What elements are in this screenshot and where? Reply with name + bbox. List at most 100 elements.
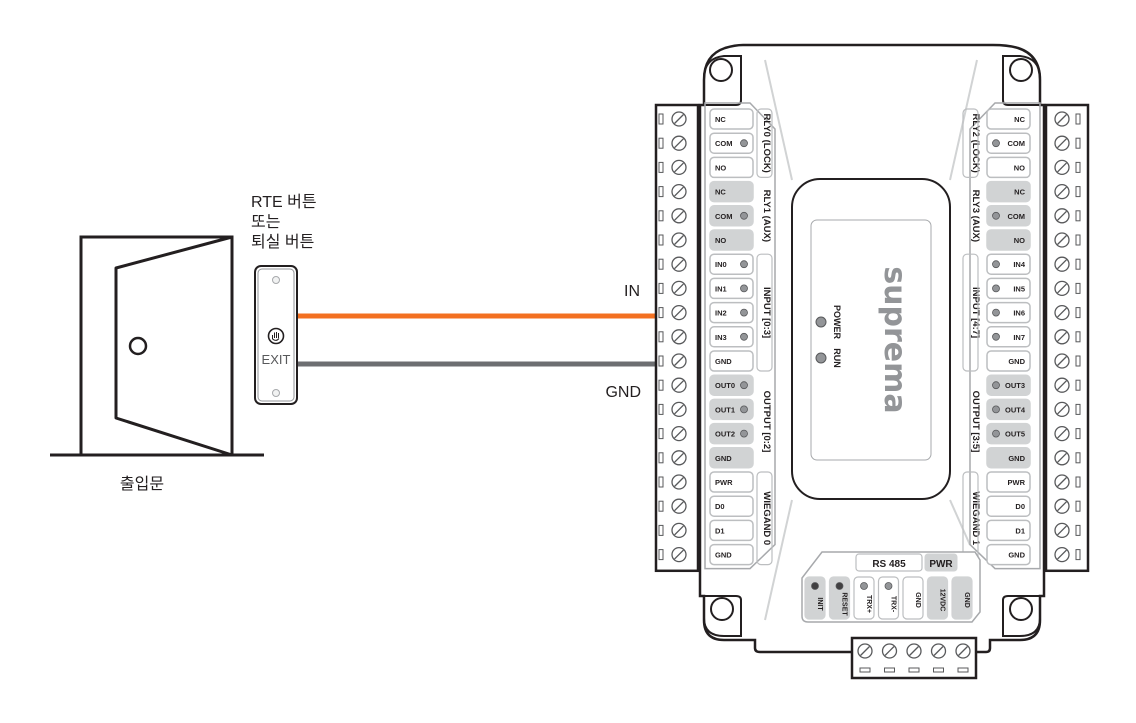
pin-label: NC [1014,115,1025,124]
terminal-screw[interactable] [1054,353,1081,369]
terminal-screw[interactable] [658,474,687,490]
pin-no[interactable]: NO [986,229,1031,251]
terminal-screw[interactable] [1054,401,1081,418]
pin-gnd[interactable]: GND [709,447,754,469]
pin-no[interactable]: NO [986,156,1031,179]
pin-d1[interactable]: D1 [986,519,1031,542]
terminal-screw[interactable] [881,643,898,673]
pin-in6[interactable]: IN6 [986,301,1031,324]
terminal-screw[interactable] [658,208,687,224]
pin-out1[interactable]: OUT1 [709,398,754,421]
bottom-pin-trx+[interactable]: TRX+ [853,576,875,620]
pin-in4[interactable]: IN4 [986,253,1031,275]
pin-com[interactable]: COM [986,132,1031,154]
pin-in2[interactable]: IN2 [709,301,754,324]
pin-box [709,229,754,251]
terminal-screw[interactable] [930,643,947,673]
terminal-screw[interactable] [1054,159,1081,176]
pin-out5[interactable]: OUT5 [986,422,1031,445]
terminal-screw[interactable] [1054,546,1081,563]
terminal-screw[interactable] [658,232,687,248]
terminal-screw[interactable] [1054,280,1081,297]
terminal-screw[interactable] [658,522,687,539]
pin-box [828,576,851,620]
terminal-screw[interactable] [658,546,687,563]
pin-nc[interactable]: NC [986,180,1031,203]
wire-slot [658,234,664,246]
bottom-pin-reset[interactable]: RESET [828,576,851,620]
pin-out0[interactable]: OUT0 [709,374,754,396]
brand-logo: suprema [877,266,912,413]
terminal-screw[interactable] [1054,425,1081,442]
terminal-screw[interactable] [1054,377,1081,393]
terminal-screw[interactable] [1054,111,1081,127]
pin-out4[interactable]: OUT4 [986,398,1031,421]
terminal-screw[interactable] [1054,256,1081,272]
terminal-screw[interactable] [658,401,687,418]
pin-com[interactable]: COM [986,205,1031,227]
terminal-screw[interactable] [906,643,922,673]
pin-out2[interactable]: OUT2 [709,422,754,445]
pin-label: INIT [816,597,823,611]
terminal-screw[interactable] [658,425,687,442]
pin-no[interactable]: NO [709,156,754,179]
pin-gnd[interactable]: GND [986,447,1031,469]
pin-in0[interactable]: IN0 [709,253,754,275]
terminal-screw[interactable] [1054,522,1081,539]
pin-com[interactable]: COM [709,132,754,154]
pin-gnd[interactable]: GND [986,543,1031,566]
bottom-pin-trx-[interactable]: TRX- [877,576,900,620]
power-led[interactable] [815,316,827,328]
bottom-pin-init[interactable]: INIT [804,576,826,620]
bottom-pin-gnd[interactable]: GND [902,576,924,620]
bottom-pin-12vdc[interactable]: 12VDC [926,576,949,620]
pin-d1[interactable]: D1 [709,519,754,542]
pin-in7[interactable]: IN7 [986,326,1031,348]
terminal-screw[interactable] [658,280,687,297]
terminal-screw[interactable] [857,643,873,673]
pin-gnd[interactable]: GND [986,350,1031,372]
bottom-pin-gnd[interactable]: GND [951,576,973,620]
terminal-screw[interactable] [658,450,687,466]
pin-d0[interactable]: D0 [709,495,754,517]
terminal-screw[interactable] [1054,498,1081,514]
terminal-screw[interactable] [1054,450,1081,466]
screw-slot [674,549,684,560]
pin-in5[interactable]: IN5 [986,277,1031,300]
pin-no[interactable]: NO [709,229,754,251]
pin-pwr[interactable]: PWR [709,471,754,493]
pin-label: IN6 [1013,309,1025,318]
pin-led [860,582,868,590]
terminal-screw[interactable] [658,498,687,514]
pin-com[interactable]: COM [709,205,754,227]
run-led[interactable] [815,352,827,364]
terminal-screw[interactable] [955,643,971,673]
pin-out3[interactable]: OUT3 [986,374,1031,396]
terminal-screw[interactable] [658,377,687,393]
terminal-screw[interactable] [1054,183,1081,200]
terminal-screw[interactable] [658,111,687,127]
pin-pwr[interactable]: PWR [986,471,1031,493]
terminal-screw[interactable] [1054,304,1081,321]
pin-nc[interactable]: NC [986,108,1031,130]
terminal-screw[interactable] [1054,232,1081,248]
pin-gnd[interactable]: GND [709,350,754,372]
terminal-screw[interactable] [1054,329,1081,345]
terminal-screw[interactable] [1054,474,1081,490]
pin-nc[interactable]: NC [709,108,754,130]
pin-in3[interactable]: IN3 [709,326,754,348]
terminal-screw[interactable] [658,159,687,176]
terminal-screw[interactable] [1054,208,1081,224]
terminal-screw[interactable] [658,304,687,321]
terminal-screw[interactable] [658,256,687,272]
pin-in1[interactable]: IN1 [709,277,754,300]
terminal-screw[interactable] [658,329,687,345]
pin-nc[interactable]: NC [709,180,754,203]
pin-d0[interactable]: D0 [986,495,1031,517]
terminal-screw[interactable] [1054,135,1081,151]
pin-gnd[interactable]: GND [709,543,754,566]
terminal-screw[interactable] [658,183,687,200]
terminal-screw[interactable] [658,135,687,151]
exit-button-device: EXIT [254,265,298,405]
terminal-screw[interactable] [658,353,687,369]
